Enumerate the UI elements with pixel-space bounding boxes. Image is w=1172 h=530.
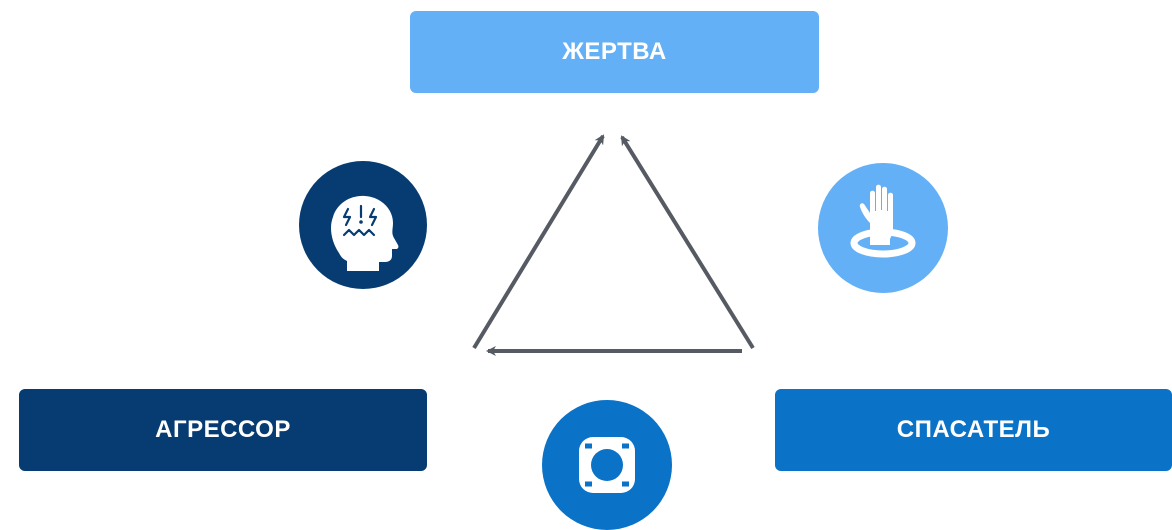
aggressor-label: АГРЕССОР: [155, 416, 291, 443]
arrow-rescuer-to-victim: [620, 135, 755, 350]
victim-label: ЖЕРТВА: [562, 38, 667, 65]
rescuer-box: СПАСАТЕЛЬ: [775, 389, 1172, 471]
raised-hand-icon: [818, 163, 948, 293]
arrow-aggressor-to-victim: [472, 134, 605, 350]
aggressor-box: АГРЕССОР: [19, 389, 427, 471]
rescuer-label: СПАСАТЕЛЬ: [896, 416, 1051, 443]
victim-box: ЖЕРТВА: [410, 11, 819, 93]
stressed-head-icon: [299, 161, 427, 289]
lifebuoy-icon: [542, 400, 672, 530]
